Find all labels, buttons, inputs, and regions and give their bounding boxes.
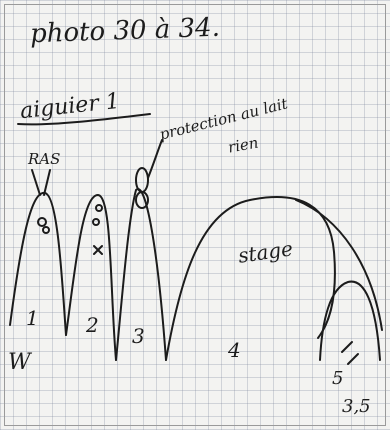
number-4: 4 <box>228 338 241 362</box>
number-5: 5 <box>332 368 344 389</box>
number-3: 3 <box>132 324 145 348</box>
left-marker: W <box>8 350 31 375</box>
number-1: 1 <box>26 306 39 330</box>
footer-number: 3,5 <box>342 396 371 417</box>
number-2: 2 <box>86 313 99 337</box>
annotation-ras: RAS <box>28 150 61 168</box>
